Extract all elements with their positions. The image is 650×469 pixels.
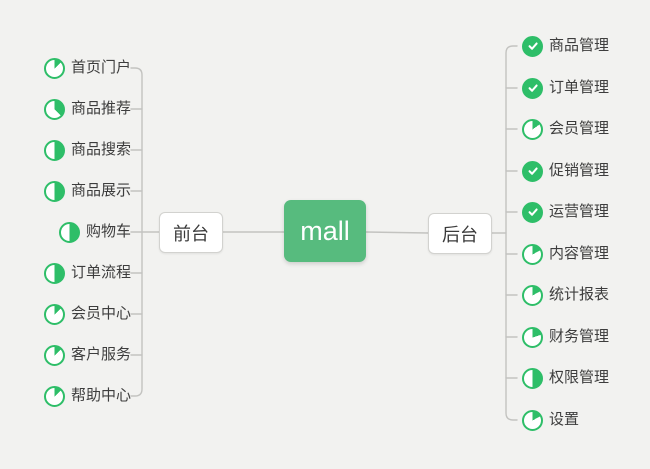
topic-item-label: 权限管理 <box>549 369 610 386</box>
topic-item-left-6[interactable]: 会员中心 <box>43 300 131 328</box>
task-progress-icon <box>43 139 65 161</box>
topic-item-label: 订单管理 <box>549 79 610 96</box>
task-done-icon <box>522 77 543 99</box>
topic-item-label: 设置 <box>549 411 580 428</box>
topic-item-left-3[interactable]: 商品展示 <box>43 177 131 205</box>
topic-item-right-3[interactable]: 促销管理 <box>522 157 609 185</box>
task-done-icon <box>522 35 543 57</box>
topic-item-right-9[interactable]: 设置 <box>522 406 579 434</box>
task-progress-icon <box>522 284 543 306</box>
task-progress-icon <box>43 262 65 284</box>
topic-item-label: 内容管理 <box>549 245 610 262</box>
topic-item-left-8[interactable]: 帮助中心 <box>43 382 131 410</box>
topic-item-left-2[interactable]: 商品搜索 <box>43 136 131 164</box>
task-progress-icon <box>43 385 65 407</box>
topic-item-right-7[interactable]: 财务管理 <box>522 323 609 351</box>
checkmark-glyph <box>528 42 538 50</box>
topic-item-label: 会员管理 <box>549 120 610 137</box>
topic-item-right-5[interactable]: 内容管理 <box>522 240 609 268</box>
topic-item-label: 运营管理 <box>549 203 610 220</box>
task-progress-icon <box>522 243 543 265</box>
task-progress-icon <box>522 367 543 389</box>
task-progress-icon <box>522 409 543 431</box>
task-progress-icon <box>43 98 65 120</box>
task-progress-icon <box>43 180 65 202</box>
topic-item-left-0[interactable]: 首页门户 <box>43 54 131 82</box>
task-progress-icon <box>43 344 65 366</box>
task-done-icon <box>522 160 543 182</box>
topic-item-label: 商品推荐 <box>70 100 131 117</box>
task-progress-icon <box>58 221 80 243</box>
topic-item-label: 财务管理 <box>549 328 610 345</box>
topic-item-right-6[interactable]: 统计报表 <box>522 281 609 309</box>
topic-item-right-1[interactable]: 订单管理 <box>522 74 609 102</box>
task-done-icon <box>522 201 543 223</box>
topic-item-label: 首页门户 <box>70 59 131 76</box>
task-progress-icon <box>43 303 65 325</box>
topic-item-label: 客户服务 <box>70 346 131 363</box>
topic-item-left-5[interactable]: 订单流程 <box>43 259 131 287</box>
checkmark-glyph <box>528 167 538 175</box>
task-progress-icon <box>522 118 543 140</box>
topic-item-label: 订单流程 <box>70 264 131 281</box>
topic-item-right-2[interactable]: 会员管理 <box>522 115 609 143</box>
topic-item-label: 统计报表 <box>549 286 610 303</box>
topic-item-label: 会员中心 <box>70 305 131 322</box>
root-topic-mall[interactable]: mall <box>284 200 366 262</box>
checkmark-glyph <box>528 208 538 216</box>
topic-item-label: 促销管理 <box>549 162 610 179</box>
topic-item-label: 购物车 <box>85 223 131 240</box>
topic-item-label: 商品搜索 <box>70 141 131 158</box>
task-progress-icon <box>43 57 65 79</box>
topic-item-label: 商品管理 <box>549 37 610 54</box>
topic-item-right-4[interactable]: 运营管理 <box>522 198 609 226</box>
topic-item-label: 帮助中心 <box>70 387 131 404</box>
topic-item-left-7[interactable]: 客户服务 <box>43 341 131 369</box>
topic-item-right-8[interactable]: 权限管理 <box>522 364 609 392</box>
topic-item-left-1[interactable]: 商品推荐 <box>43 95 131 123</box>
branch-topic-backend[interactable]: 后台 <box>428 213 492 254</box>
topic-item-right-0[interactable]: 商品管理 <box>522 32 609 60</box>
topic-item-label: 商品展示 <box>70 182 131 199</box>
branch-topic-frontend[interactable]: 前台 <box>159 212 223 253</box>
checkmark-glyph <box>528 84 538 92</box>
task-progress-icon <box>522 326 543 348</box>
topic-item-left-4[interactable]: 购物车 <box>58 218 131 246</box>
